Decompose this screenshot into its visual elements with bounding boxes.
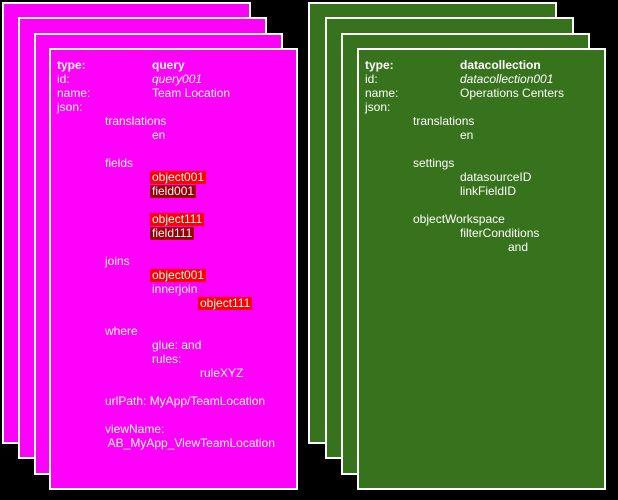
json-tree-line: objectWorkspace [413, 212, 600, 226]
json-tree-line: translations [105, 114, 292, 128]
field-value: datacollection [460, 58, 541, 72]
json-tree-line: AB_MyApp_ViewTeamLocation [105, 436, 292, 450]
json-tree-line: fields [105, 156, 292, 170]
tree-text: datasourceID [460, 170, 532, 184]
json-tree-line: datasourceID [460, 170, 600, 184]
field-value: Operations Centers [460, 86, 565, 100]
json-tree-line: filterConditions [460, 226, 600, 240]
highlighted-token: object111 [198, 296, 253, 310]
field-label: json: [57, 100, 83, 114]
json-tree-line: object001 [150, 170, 292, 184]
field-row-json: json: [57, 100, 292, 114]
tree-text: where [105, 324, 138, 338]
tree-text: en [460, 128, 474, 142]
json-tree-line: translations [413, 114, 600, 128]
tree-text: viewName: [105, 422, 165, 436]
field-label: type: [57, 58, 86, 72]
highlighted-token: field111 [150, 226, 195, 240]
json-tree-line: innerjoin [152, 282, 292, 296]
tree-text: fields [105, 156, 134, 170]
field-row-id: id: query001 [57, 72, 292, 86]
tree-text: translations [413, 114, 475, 128]
field-row-type: type: datacollection [365, 58, 600, 72]
blank-line [365, 142, 600, 156]
tree-text: urlPath: MyApp/TeamLocation [105, 394, 266, 408]
field-label: name: [365, 86, 399, 100]
tree-text: filterConditions [460, 226, 540, 240]
tree-text: joins [105, 254, 130, 268]
tree-text: linkFieldID [460, 184, 517, 198]
highlighted-token: object001 [150, 268, 207, 282]
tree-text: AB_MyApp_ViewTeamLocation [105, 436, 275, 450]
field-label: name: [57, 86, 91, 100]
tree-text: settings [413, 156, 455, 170]
json-tree-line: object111 [198, 296, 292, 310]
tree-text: translations [105, 114, 167, 128]
field-row-name: name: Operations Centers [365, 86, 600, 100]
field-label: type: [365, 58, 394, 72]
json-tree-line: field001 [150, 184, 292, 198]
tree-text: objectWorkspace [413, 212, 505, 226]
field-value: query [152, 58, 185, 72]
json-tree-line: urlPath: MyApp/TeamLocation [105, 394, 292, 408]
field-value: datacollection001 [460, 72, 554, 86]
json-tree-line: object001 [150, 268, 292, 282]
field-value: query001 [152, 72, 203, 86]
field-label: id: [57, 72, 70, 86]
json-tree-line: en [152, 128, 292, 142]
field-row-json: json: [365, 100, 600, 114]
json-tree-line: en [460, 128, 600, 142]
json-tree-line: and [508, 240, 600, 254]
json-tree-line: joins [105, 254, 292, 268]
json-tree-line: viewName: [105, 422, 292, 436]
field-label: json: [365, 100, 391, 114]
json-tree-line: settings [413, 156, 600, 170]
json-tree-line: ruleXYZ [200, 366, 292, 380]
tree-text: and [508, 240, 529, 254]
tree-text: en [152, 128, 166, 142]
blank-line [365, 198, 600, 212]
json-tree-line: glue: and [152, 338, 292, 352]
field-row-id: id: datacollection001 [365, 72, 600, 86]
field-value: Team Location [152, 86, 231, 100]
json-tree-line: where [105, 324, 292, 338]
highlighted-token: object001 [150, 170, 207, 184]
json-tree-line: object111 [150, 212, 292, 226]
highlighted-token: object111 [150, 212, 205, 226]
json-tree-line: linkFieldID [460, 184, 600, 198]
tree-text: ruleXYZ [200, 366, 244, 380]
highlighted-token: field001 [150, 184, 197, 198]
card-header-fields: type: query id: query001 name: Team Location j… [57, 58, 292, 114]
tree-text: rules: [152, 352, 182, 366]
field-row-name: name: Team Location [57, 86, 292, 100]
tree-text: glue: and [152, 338, 202, 352]
field-row-type: type: query [57, 58, 292, 72]
query-card: type: query id: query001 name: Team Location j… [49, 48, 298, 490]
field-label: id: [365, 72, 378, 86]
tree-text: innerjoin [152, 282, 198, 296]
json-tree-line: rules: [152, 352, 292, 366]
json-tree-line: field111 [150, 226, 292, 240]
